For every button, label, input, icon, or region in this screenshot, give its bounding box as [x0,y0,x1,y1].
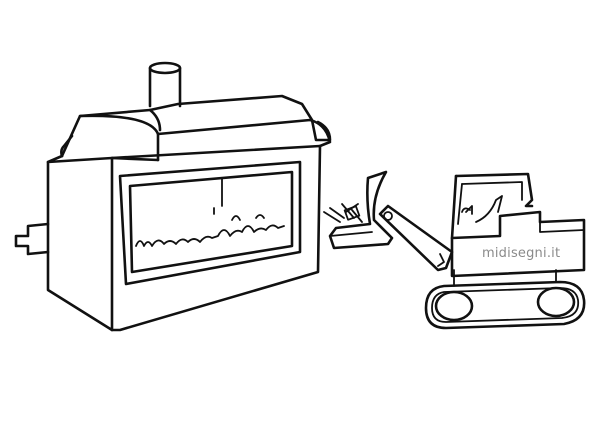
chimney-pipe [148,61,182,108]
bulldozer-cab [450,172,534,240]
bulldozer-icon [323,170,586,330]
stove-handle [14,222,50,256]
wood-stove-icon [14,61,332,332]
fire-flames [135,207,285,247]
bulldozer-bucket [323,170,394,250]
stove-door [118,160,302,286]
watermark-text: midisegni.it [482,246,561,261]
bulldozer-body [450,210,586,278]
bulldozer-arm [378,204,454,272]
bulldozer-track [424,269,586,330]
stove-top [60,94,332,162]
stove-body [46,144,322,332]
